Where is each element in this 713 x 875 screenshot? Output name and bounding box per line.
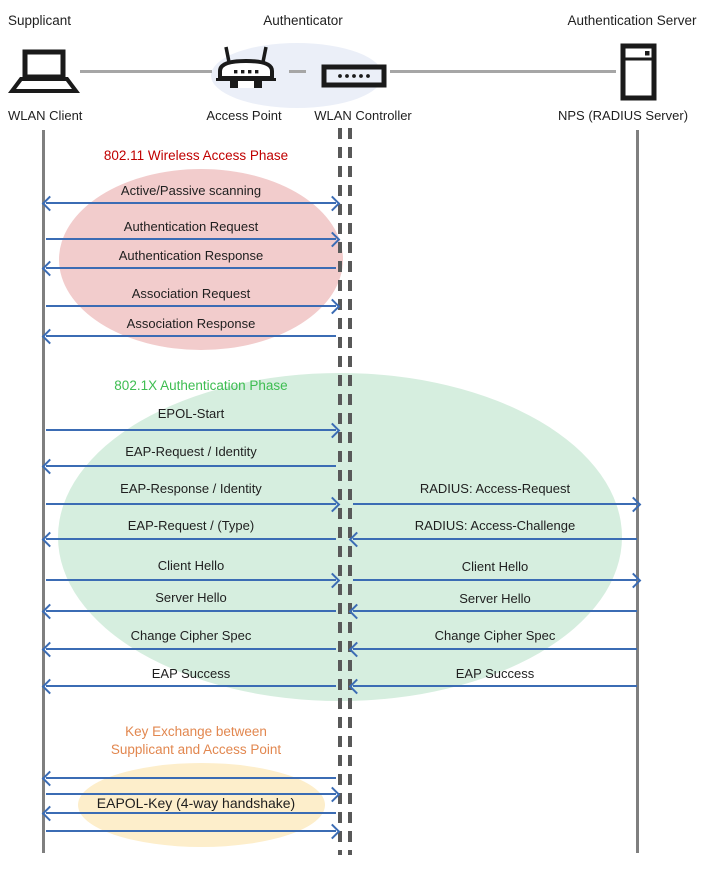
controller-lifeline-dash-right — [348, 128, 352, 855]
phase-title-8021x: 802.1X Authentication Phase — [114, 378, 288, 393]
message-label: EPOL-Start — [157, 406, 225, 421]
message-arrow — [46, 496, 341, 512]
message-arrow — [46, 572, 341, 588]
message-arrow — [348, 678, 637, 694]
message-arrow — [41, 678, 336, 694]
message-label: EAP Success — [151, 666, 231, 681]
message-arrow — [353, 496, 642, 512]
auth-server-role-label: Authentication Server — [567, 13, 697, 28]
message-arrow — [348, 603, 637, 619]
message-label: Association Request — [131, 286, 251, 301]
message-label: Server Hello — [155, 590, 227, 605]
message-label: Association Response — [126, 316, 256, 331]
wlan-client-label: WLAN Client — [8, 108, 83, 123]
message-label: Authentication Request — [123, 219, 259, 234]
access-point-icon — [216, 46, 276, 88]
message-label: EAP Success — [455, 666, 535, 681]
message-arrow — [46, 231, 341, 247]
message-label: Client Hello — [461, 559, 529, 574]
connector-ap-controller — [289, 70, 306, 73]
server-lifeline — [636, 130, 639, 853]
controller-lifeline-dash-left — [338, 128, 342, 855]
phase-title-wireless-access: 802.11 Wireless Access Phase — [103, 148, 289, 163]
connector-client-ap — [80, 70, 212, 73]
message-label: EAP-Request / (Type) — [127, 518, 255, 533]
message-label: EAP-Response / Identity — [120, 481, 262, 496]
message-label: EAP-Request / Identity — [125, 444, 257, 459]
message-arrow — [46, 298, 341, 314]
message-arrow — [41, 770, 336, 786]
message-arrow — [41, 458, 336, 474]
message-label: Change Cipher Spec — [434, 628, 556, 643]
message-arrow — [41, 195, 341, 211]
message-label: Client Hello — [157, 558, 225, 573]
authenticator-role-label: Authenticator — [263, 13, 343, 28]
message-arrow — [348, 531, 637, 547]
message-arrow — [46, 786, 341, 802]
message-label: Server Hello — [459, 591, 531, 606]
message-arrow — [348, 641, 637, 657]
message-arrow — [41, 328, 336, 344]
connector-controller-server — [390, 70, 616, 73]
message-arrow — [46, 422, 341, 438]
supplicant-lifeline — [42, 130, 45, 853]
message-arrow — [353, 572, 642, 588]
message-label: Authentication Response — [118, 248, 264, 263]
phase-ellipse-wireless-access — [59, 169, 343, 350]
wlan-controller-icon — [321, 64, 387, 88]
message-arrow — [41, 531, 336, 547]
message-label: RADIUS: Access-Challenge — [414, 518, 576, 533]
key-exchange-label: EAPOL-Key (4-way handshake) — [96, 795, 296, 811]
wlan-controller-label: WLAN Controller — [314, 108, 412, 123]
message-arrow — [41, 260, 336, 276]
nps-server-label: NPS (RADIUS Server) — [558, 108, 689, 123]
phase-title-key-exchange-line2: Supplicant and Access Point — [110, 742, 282, 757]
message-arrow — [41, 641, 336, 657]
laptop-icon — [8, 49, 80, 93]
message-arrow — [41, 805, 336, 821]
message-label: Active/Passive scanning — [120, 183, 262, 198]
phase-title-key-exchange-line1: Key Exchange between — [125, 724, 267, 739]
access-point-label: Access Point — [206, 108, 282, 123]
message-arrow — [41, 603, 336, 619]
server-icon — [620, 43, 657, 101]
message-label: RADIUS: Access-Request — [419, 481, 571, 496]
message-arrow — [46, 823, 341, 839]
supplicant-role-label: Supplicant — [8, 13, 72, 28]
message-label: Change Cipher Spec — [130, 628, 252, 643]
